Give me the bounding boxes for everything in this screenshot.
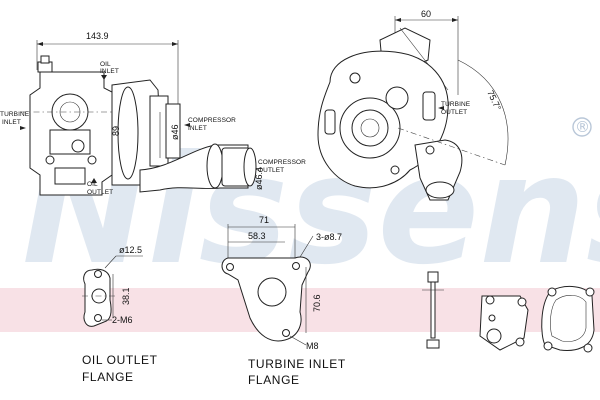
stud-shank [430,281,436,339]
oil-outlet-flange: ø12.5 38.1 2-M6 OIL OUTLET FLANGE [82,245,158,384]
oil-outlet-label-1: OIL [87,181,98,188]
compressor-outlet-label-1: COMPRESSOR [258,159,306,166]
arrow-right-icon [20,126,26,130]
bolt-hole [485,295,495,305]
dim-bolts-label: 2-M6 [112,315,133,325]
dim-46-4-label: ø46.4 [254,167,264,190]
turbo-front-view: 60 75.7° TURBINE OUTLET [317,9,509,201]
stud-nut [426,339,440,349]
turbine-flange-bore [257,277,287,307]
stud [324,109,336,135]
turbine-inlet-label-2: INLET [2,119,21,126]
dim-holes-label: 3-ø8.7 [316,232,342,242]
outlet-mouth [243,147,257,187]
registered-circle [572,117,592,137]
bolt-hole [515,337,525,347]
dim-60-label: 60 [421,9,431,19]
stud [422,91,436,121]
arrow-icon [395,18,401,22]
dim-70-label: 70.6 [312,294,322,312]
oil-outlet-label-2: OUTLET [87,189,113,196]
bolt [390,165,400,175]
compressor-inlet-neck [149,95,169,167]
oil-inlet-label-2: INLET [100,68,119,75]
bolt-hole [226,263,234,271]
arrow-icon [172,42,178,46]
dim-71-label: 71 [259,215,269,225]
oil-inlet-label-1: OIL [100,61,111,68]
dim-89-label: 89 [111,126,121,136]
gasket-bore [486,328,502,344]
stud-head [427,271,439,283]
bolt-hole [585,287,595,297]
compressor-inlet-lip [165,103,181,159]
wheel-hub [360,118,380,138]
arrow-icon [37,42,43,46]
turbine-inlet-label-1: TURBINE [0,111,30,118]
arrow-down-icon [101,75,107,80]
dim-height-label: 38.1 [121,287,131,305]
turbine-flange-caption-2: FLANGE [248,373,300,387]
bolt-hole [292,262,300,270]
bolt-hole [94,314,102,322]
oil-flange-caption-2: FLANGE [82,370,134,384]
turbine-outlet-mouth [425,181,455,199]
bolt-hole [282,329,290,337]
large-gasket [541,286,595,351]
dim-m8-label: M8 [306,341,319,351]
bolt-hole [488,314,496,322]
turbo-side-view: 143.9 89 ø46 ø46.4 OIL INLET TURBINE [0,31,306,196]
oil-flange-caption-1: OIL OUTLET [82,353,158,367]
accessories [422,271,595,353]
bolt [87,155,97,165]
center-housing [49,129,91,155]
large-gasket-opening [550,295,587,342]
turbine-outlet-label-2: OUTLET [441,109,467,116]
angle-arc [457,59,509,166]
dim-58-label: 58.3 [248,231,266,241]
bolt-hole [94,270,102,278]
arrow-left-icon [438,106,444,110]
turbine-outlet-label-1: TURBINE [441,101,471,108]
actuator-port [385,86,409,110]
bolt [45,155,55,165]
leader-line [104,255,117,269]
dim-46-label: ø46 [170,124,180,140]
bolt-hole [543,341,553,351]
arrow-up-icon [91,178,97,183]
registered-mark: ® [575,118,590,136]
oil-outlet-flange-block [54,167,86,185]
turbine-inlet-flange: 71 58.3 3-ø8.7 70.6 M8 TURBINE INLET FLA… [221,215,346,387]
dim-angle-label: 75.7° [485,89,503,113]
bolt-hole [583,343,593,353]
compressor-inlet-label-1: COMPRESSOR [188,117,236,124]
oil-inlet-cap [40,55,50,64]
compressor-inlet-label-2: INLET [188,125,207,132]
compressor-wheel [351,109,389,147]
arrow-icon [452,18,458,22]
compressor-backplate [117,86,139,180]
compressor-outlet-label-2: OUTLET [258,167,284,174]
bolt-hole [517,297,527,307]
arrow-left-icon [184,123,190,127]
bolt [425,145,435,155]
oil-port [71,139,85,153]
outlet-flange [206,143,224,189]
dim-bore-label: ø12.5 [119,245,142,255]
bolt [349,72,361,84]
bolt-hole [547,287,557,297]
dim-length-label: 143.9 [86,31,109,41]
turbine-flange-caption-1: TURBINE INLET [248,357,346,371]
angle-ref [397,127,506,166]
leader-line [289,335,307,346]
